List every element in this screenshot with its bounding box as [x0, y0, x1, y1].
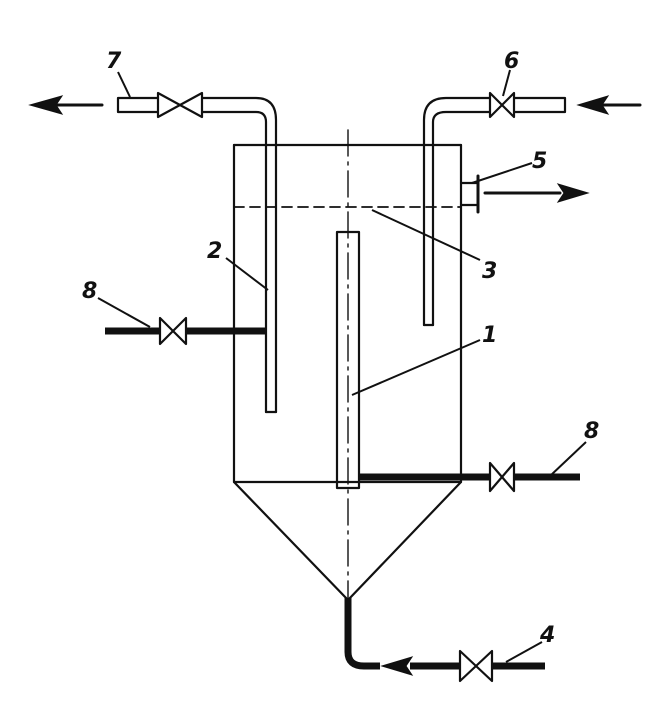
right-outlet-pipe: [422, 96, 567, 327]
label-2: 2: [207, 239, 222, 264]
arrow-bottom-drain-icon: [380, 656, 414, 676]
valve-6: [488, 91, 516, 119]
label-4: 4: [539, 623, 555, 648]
arrow-overflow-outlet-icon: [483, 183, 590, 203]
leader-lines: [97, 69, 587, 663]
arrow-left-outlet-icon: [28, 95, 104, 115]
valve-8-left: [158, 316, 188, 346]
valve-8-right: [488, 461, 516, 493]
label-3: 3: [482, 259, 497, 284]
valve-4: [458, 649, 494, 683]
left-inlet-pipe: [105, 96, 278, 414]
bottom-drain-pipe: [344, 598, 545, 670]
label-5: 5: [532, 149, 547, 174]
label-1: 1: [482, 323, 497, 348]
label-7: 7: [106, 49, 122, 74]
valve-7: [156, 91, 204, 119]
label-8-right: 8: [584, 419, 599, 444]
label-6: 6: [504, 49, 519, 74]
arrow-right-inlet-icon: [576, 95, 642, 115]
central-tube: [335, 230, 580, 490]
label-8-left: 8: [82, 279, 97, 304]
